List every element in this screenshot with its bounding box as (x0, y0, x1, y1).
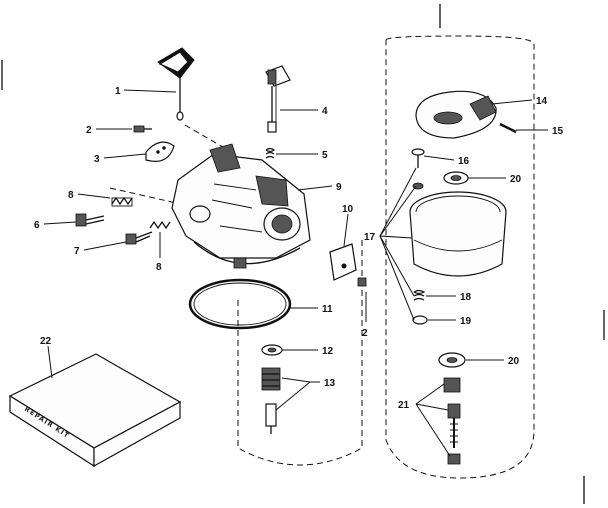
part-spring-18 (413, 289, 426, 301)
callout-21: 21 (398, 400, 410, 411)
part-washer-20-lower (438, 352, 466, 368)
part-spring-lower (149, 220, 171, 230)
part-screw-upper (133, 125, 152, 133)
callout-1: 1 (115, 86, 121, 97)
part-needle-screw (125, 231, 153, 245)
part-repair-kit-box (8, 353, 182, 468)
part-float-pin (499, 122, 517, 134)
callout-15: 15 (552, 126, 564, 137)
callout-11: 11 (322, 304, 333, 315)
callout-8-lower: 8 (156, 262, 162, 273)
alignment-line-throttle (109, 187, 186, 206)
callout-12: 12 (322, 346, 334, 357)
part-washer-20-upper (443, 171, 469, 185)
callout-16: 16 (458, 156, 470, 167)
part-float (415, 90, 497, 139)
callout-17: 17 (364, 232, 376, 243)
callout-7: 7 (74, 246, 80, 257)
part-bowl-gasket (188, 278, 292, 330)
part-screw-16 (411, 148, 425, 168)
callout-14: 14 (536, 96, 548, 107)
part-spring-upper (111, 196, 133, 207)
tank-outline-dashed (385, 35, 535, 479)
part-carburetor-body (171, 143, 311, 269)
callout-10: 10 (342, 204, 354, 215)
leader-lines (43, 89, 548, 457)
part-fuel-bowl (409, 191, 507, 277)
callout-20-lower: 20 (508, 356, 520, 367)
part-throttle-shaft (265, 65, 291, 133)
part-screw-6 (75, 213, 105, 227)
callout-6: 6 (34, 220, 40, 231)
callout-8-upper: 8 (68, 190, 74, 201)
part-inlet-needle-seat (261, 367, 281, 434)
part-spring-5 (265, 147, 276, 159)
callout-20-upper: 20 (510, 174, 522, 185)
alignment-line-choke (184, 124, 229, 151)
callout-3: 3 (94, 154, 100, 165)
callout-18: 18 (460, 292, 472, 303)
part-choke-lever (157, 47, 195, 121)
callout-22: 22 (40, 336, 52, 347)
callout-5: 5 (322, 150, 328, 161)
callout-labels: 1 2 3 4 5 6 7 8 8 9 10 11 2 12 13 14 15 … (34, 86, 564, 411)
callout-13: 13 (324, 378, 336, 389)
part-screw-lower (357, 277, 367, 287)
part-choke-plate (145, 141, 175, 162)
callout-4: 4 (322, 106, 328, 117)
part-bowl-nut-set (443, 377, 461, 465)
callout-9: 9 (336, 182, 342, 193)
part-bracket (329, 243, 357, 281)
part-oring-19 (412, 315, 428, 325)
callout-2-lower: 2 (362, 328, 368, 339)
callout-2-upper: 2 (86, 125, 92, 136)
callout-19: 19 (460, 316, 472, 327)
bowl-outline-dashed (237, 240, 363, 466)
part-washer-12 (261, 344, 283, 356)
